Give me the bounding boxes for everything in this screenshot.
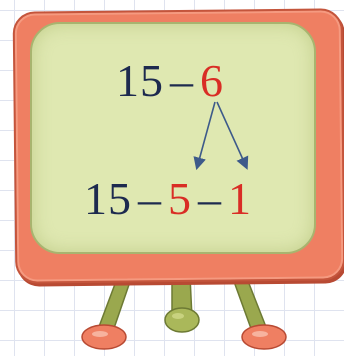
bottom-minus-sign-1: –	[132, 173, 168, 224]
easel-leg-left	[82, 276, 132, 349]
easel-leg-right	[232, 276, 286, 349]
easel-leg-middle	[165, 276, 199, 332]
top-subtrahend: 6	[200, 55, 224, 106]
bottom-part-2: 1	[228, 173, 252, 224]
bottom-part-1: 5	[168, 173, 192, 224]
top-minuend: 15	[116, 55, 164, 106]
top-minus-sign: –	[164, 55, 200, 106]
top-expression: 15–6	[116, 58, 224, 104]
bottom-expression: 15–5–1	[84, 176, 252, 222]
bottom-minuend: 15	[84, 173, 132, 224]
bottom-minus-sign-2: –	[192, 173, 228, 224]
